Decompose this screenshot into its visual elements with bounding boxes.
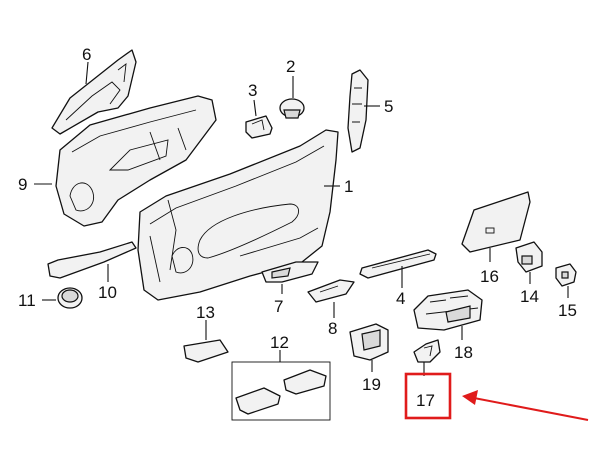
part-17-bracket xyxy=(413,339,441,376)
callout-12: 12 xyxy=(270,333,289,352)
part-11-cap xyxy=(42,287,83,309)
part-8-handle-cover xyxy=(307,279,355,318)
highlight-arrowhead xyxy=(462,390,478,405)
part-1-door-trim-panel xyxy=(137,129,340,301)
callout-16: 16 xyxy=(480,267,499,286)
callout-8: 8 xyxy=(328,319,337,338)
callout-3: 3 xyxy=(248,81,257,100)
highlight-arrow xyxy=(473,397,589,421)
callout-5: 5 xyxy=(384,97,393,116)
part-12-kit xyxy=(231,350,331,421)
highlight-part-17 xyxy=(404,372,589,421)
part-9-door-carrier xyxy=(34,95,217,227)
highlight-box xyxy=(404,372,452,420)
part-18-switch-panel xyxy=(413,289,483,340)
callout-9: 9 xyxy=(18,175,27,194)
part-19-handle xyxy=(349,323,389,372)
part-15-small-switch xyxy=(555,263,577,298)
callout-labels: 1 2 3 4 5 6 7 8 9 10 11 12 13 14 15 16 1… xyxy=(18,45,577,410)
callout-15: 15 xyxy=(558,301,577,320)
callout-11: 11 xyxy=(18,291,36,310)
callout-1: 1 xyxy=(344,177,353,196)
callout-13: 13 xyxy=(196,303,215,322)
part-6-mirror-trim xyxy=(51,49,137,135)
callout-19: 19 xyxy=(362,375,381,394)
callout-18: 18 xyxy=(454,343,473,362)
callout-6: 6 xyxy=(82,45,91,64)
part-5-pillar-trim xyxy=(347,69,380,153)
part-4-rail xyxy=(359,249,437,288)
callout-10: 10 xyxy=(98,283,117,302)
part-16-board xyxy=(461,191,531,262)
part-7-bezel xyxy=(261,261,319,294)
callout-17: 17 xyxy=(416,391,435,410)
callout-7: 7 xyxy=(274,297,283,316)
callout-4: 4 xyxy=(396,289,405,308)
callout-14: 14 xyxy=(520,287,539,306)
callout-2: 2 xyxy=(286,57,295,76)
part-3-clip xyxy=(245,99,273,139)
part-13-pad xyxy=(183,320,229,363)
part-14-switch xyxy=(515,241,543,284)
part-2-fastener xyxy=(279,76,305,119)
part-10-lower-strip xyxy=(47,241,137,282)
